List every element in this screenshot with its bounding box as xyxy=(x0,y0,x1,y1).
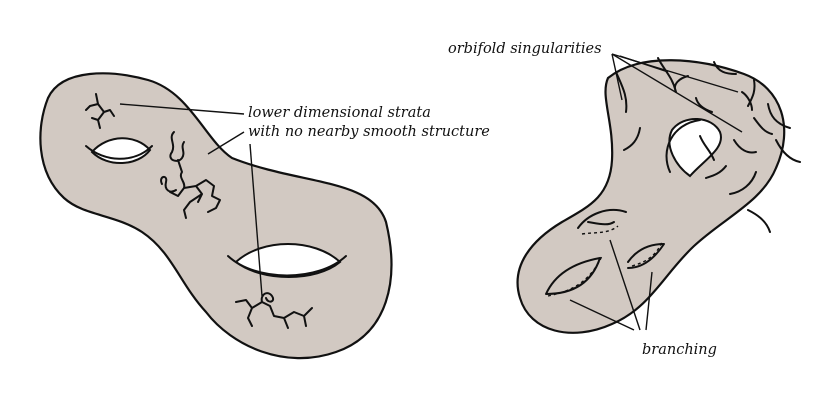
right-hole-lip xyxy=(665,119,701,173)
right-surface xyxy=(516,59,786,334)
left-surface-group xyxy=(39,72,393,360)
strata-leader-center xyxy=(207,131,245,155)
branch-lens-1-dash xyxy=(581,225,619,235)
orbifold-cusps xyxy=(615,57,801,233)
branch-lens-2-dash xyxy=(547,255,603,297)
stratum-tree-center xyxy=(160,131,221,219)
left-upper-hole-lip xyxy=(85,145,153,160)
right-hole xyxy=(668,117,722,178)
left-lower-hole-lip xyxy=(227,255,347,277)
strata-label-line1: lower dimensional strata xyxy=(248,105,431,121)
branch-lens-1 xyxy=(577,209,627,229)
branching-label: branching xyxy=(642,342,717,358)
stratum-tree-top xyxy=(85,93,115,129)
strata-label-line2: with no nearby smooth structure xyxy=(248,124,490,140)
strata-leader-top xyxy=(119,103,245,115)
branching-leader-c xyxy=(645,271,653,331)
stratum-tree-bottom xyxy=(235,292,313,329)
branching-leader-a xyxy=(569,299,635,331)
branch-lens-3-dash xyxy=(631,241,663,267)
branch-lens-3 xyxy=(627,243,665,269)
branching-leader-b xyxy=(609,239,641,331)
orbifold-leader-b xyxy=(611,53,743,133)
orbifold-leader-d xyxy=(619,55,669,73)
orbifold-leader-a xyxy=(611,53,623,101)
right-surface-group xyxy=(516,53,801,334)
orbifold-label: orbifold singularities xyxy=(448,41,602,57)
strata-leader-bottom xyxy=(249,143,263,297)
branch-lens-2 xyxy=(545,257,601,295)
